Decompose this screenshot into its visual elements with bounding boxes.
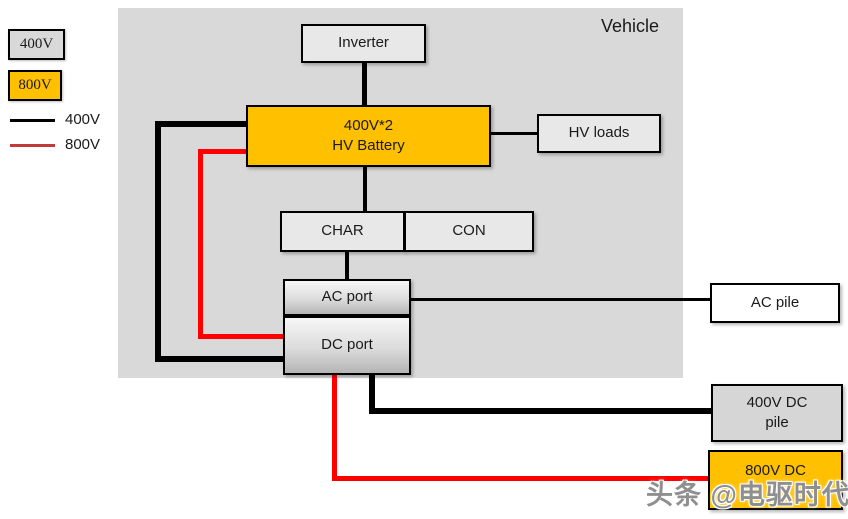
line-battery-char	[363, 166, 367, 212]
legend-400v-box: 400V	[8, 29, 65, 60]
line-inverter-battery	[362, 62, 367, 106]
hv-loads-node: HV loads	[537, 114, 661, 153]
hv-loads-label: HV loads	[568, 124, 630, 142]
line-dcport-to-800vdcpile	[332, 476, 709, 481]
legend-400v-line-swatch	[10, 119, 55, 122]
inverter-node: Inverter	[301, 24, 426, 63]
toutiao-watermark: 头条 @电驱时代	[646, 480, 848, 510]
line-800v-battery-left	[198, 149, 248, 154]
line-400v-left-vertical	[155, 121, 161, 362]
ac-port-label: AC port	[321, 288, 373, 306]
dc-pile-800v-node: 800V DC	[708, 450, 843, 510]
charger-node: CHAR	[280, 211, 405, 252]
legend-800v-line-swatch	[10, 144, 55, 147]
line-dcport-down-400v	[369, 374, 375, 414]
legend-800v-line-label: 800V	[65, 136, 101, 153]
line-battery-hvloads	[490, 132, 537, 135]
dc-port-label: DC port	[321, 336, 373, 354]
ac-pile-node: AC pile	[710, 283, 840, 323]
legend-800v-box: 800V	[8, 70, 62, 101]
line-800v-left-vertical	[198, 149, 203, 339]
inverter-label: Inverter	[338, 34, 389, 52]
line-dcport-to-400vdcpile	[369, 408, 712, 414]
dc-pile-400v-label-line1: 400V DC	[746, 393, 808, 411]
dc-pile-800v-label-line1: 800V DC	[745, 461, 806, 479]
legend-400v-line-label: 400V	[65, 111, 101, 128]
vehicle-title: Vehicle	[600, 16, 659, 36]
line-char-acport	[345, 251, 349, 280]
dc-port-node: DC port	[283, 316, 411, 375]
line-400v-battery-left	[155, 121, 247, 127]
ac-port-node: AC port	[283, 279, 411, 316]
converter-label: CON	[452, 222, 486, 240]
dc-pile-400v-label-line2: pile	[765, 414, 789, 431]
hv-battery-label-line1: 400V*2	[343, 116, 394, 134]
ac-pile-label: AC pile	[750, 293, 800, 311]
hv-battery-label-line2: HV Battery	[332, 137, 405, 154]
charger-label: CHAR	[321, 222, 364, 240]
hv-battery-node: 400V*2 HV Battery	[246, 105, 491, 167]
line-400v-to-dcport	[155, 356, 285, 362]
line-dcport-down-800v	[332, 374, 337, 481]
line-acport-acpile	[410, 298, 710, 301]
dc-pile-400v-node: 400V DC pile	[711, 384, 843, 442]
converter-node: CON	[404, 211, 534, 252]
line-800v-to-dcport	[198, 334, 285, 339]
